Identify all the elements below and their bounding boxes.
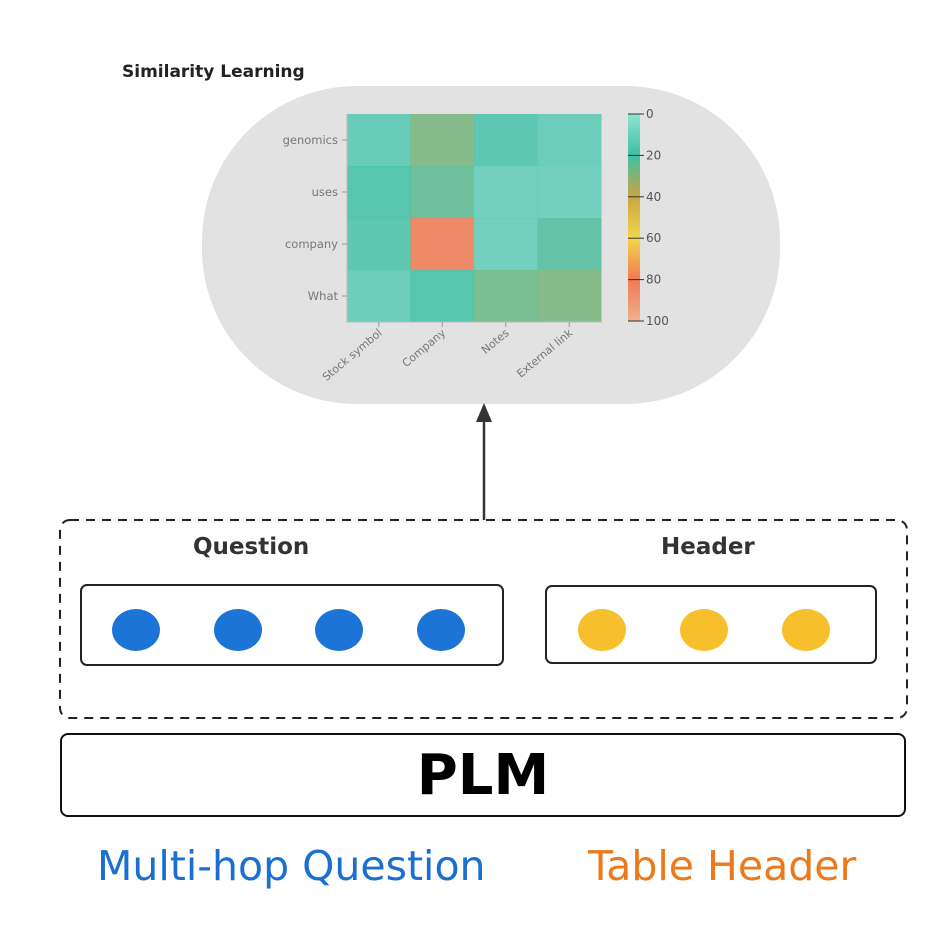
question-token-box (80, 584, 504, 666)
heatmap-cell (347, 218, 411, 271)
colorbar-tick-label: 20 (646, 148, 661, 162)
heatmap-cell (474, 270, 538, 323)
diagram-title: Similarity Learning (122, 62, 305, 82)
heatmap-cell (537, 270, 602, 323)
encoder-output-box (59, 519, 908, 719)
question-tokens (112, 609, 465, 651)
colorbar-ticks: 0 20 40 60 80 100 (628, 107, 669, 328)
heatmap-cell (474, 218, 538, 271)
row-label: uses (312, 185, 338, 199)
colorbar-tick-label: 60 (646, 231, 661, 245)
heatmap-cell (347, 166, 411, 219)
header-label: Header (661, 534, 755, 560)
header-token (578, 609, 626, 651)
arrow-head-icon (476, 403, 492, 422)
colorbar-tick-label: 80 (646, 273, 661, 287)
question-token (315, 609, 363, 651)
header-caption: Table Header (588, 842, 857, 890)
row-label: genomics (283, 133, 338, 147)
plm-box: PLM (60, 733, 906, 817)
heatmap-cell (347, 114, 411, 167)
row-label: What (308, 289, 339, 303)
heatmap-cell (347, 270, 411, 323)
header-token (782, 609, 830, 651)
heatmap-cell (474, 166, 538, 219)
colorbar (628, 114, 640, 321)
question-token (214, 609, 262, 651)
similarity-heatmap (346, 114, 602, 323)
heatmap-cell (537, 114, 602, 167)
colorbar-tick-label: 100 (646, 314, 669, 328)
question-label: Question (193, 534, 310, 560)
colorbar-tick-label: 40 (646, 190, 661, 204)
heatmap-cell (474, 114, 538, 167)
header-token-box (545, 585, 877, 664)
heatmap-cell (410, 218, 475, 271)
colorbar-tick-label: 0 (646, 107, 654, 121)
header-token (680, 609, 728, 651)
plm-label: PLM (416, 742, 550, 808)
question-token (112, 609, 160, 651)
row-label: company (285, 237, 338, 251)
question-caption: Multi-hop Question (97, 842, 486, 890)
question-token (417, 609, 465, 651)
header-tokens (578, 609, 830, 651)
heatmap-cell (410, 166, 475, 219)
heatmap-cell (537, 218, 602, 271)
heatmap-cell (410, 114, 475, 167)
heatmap-cell (410, 270, 475, 323)
heatmap-cell (537, 166, 602, 219)
